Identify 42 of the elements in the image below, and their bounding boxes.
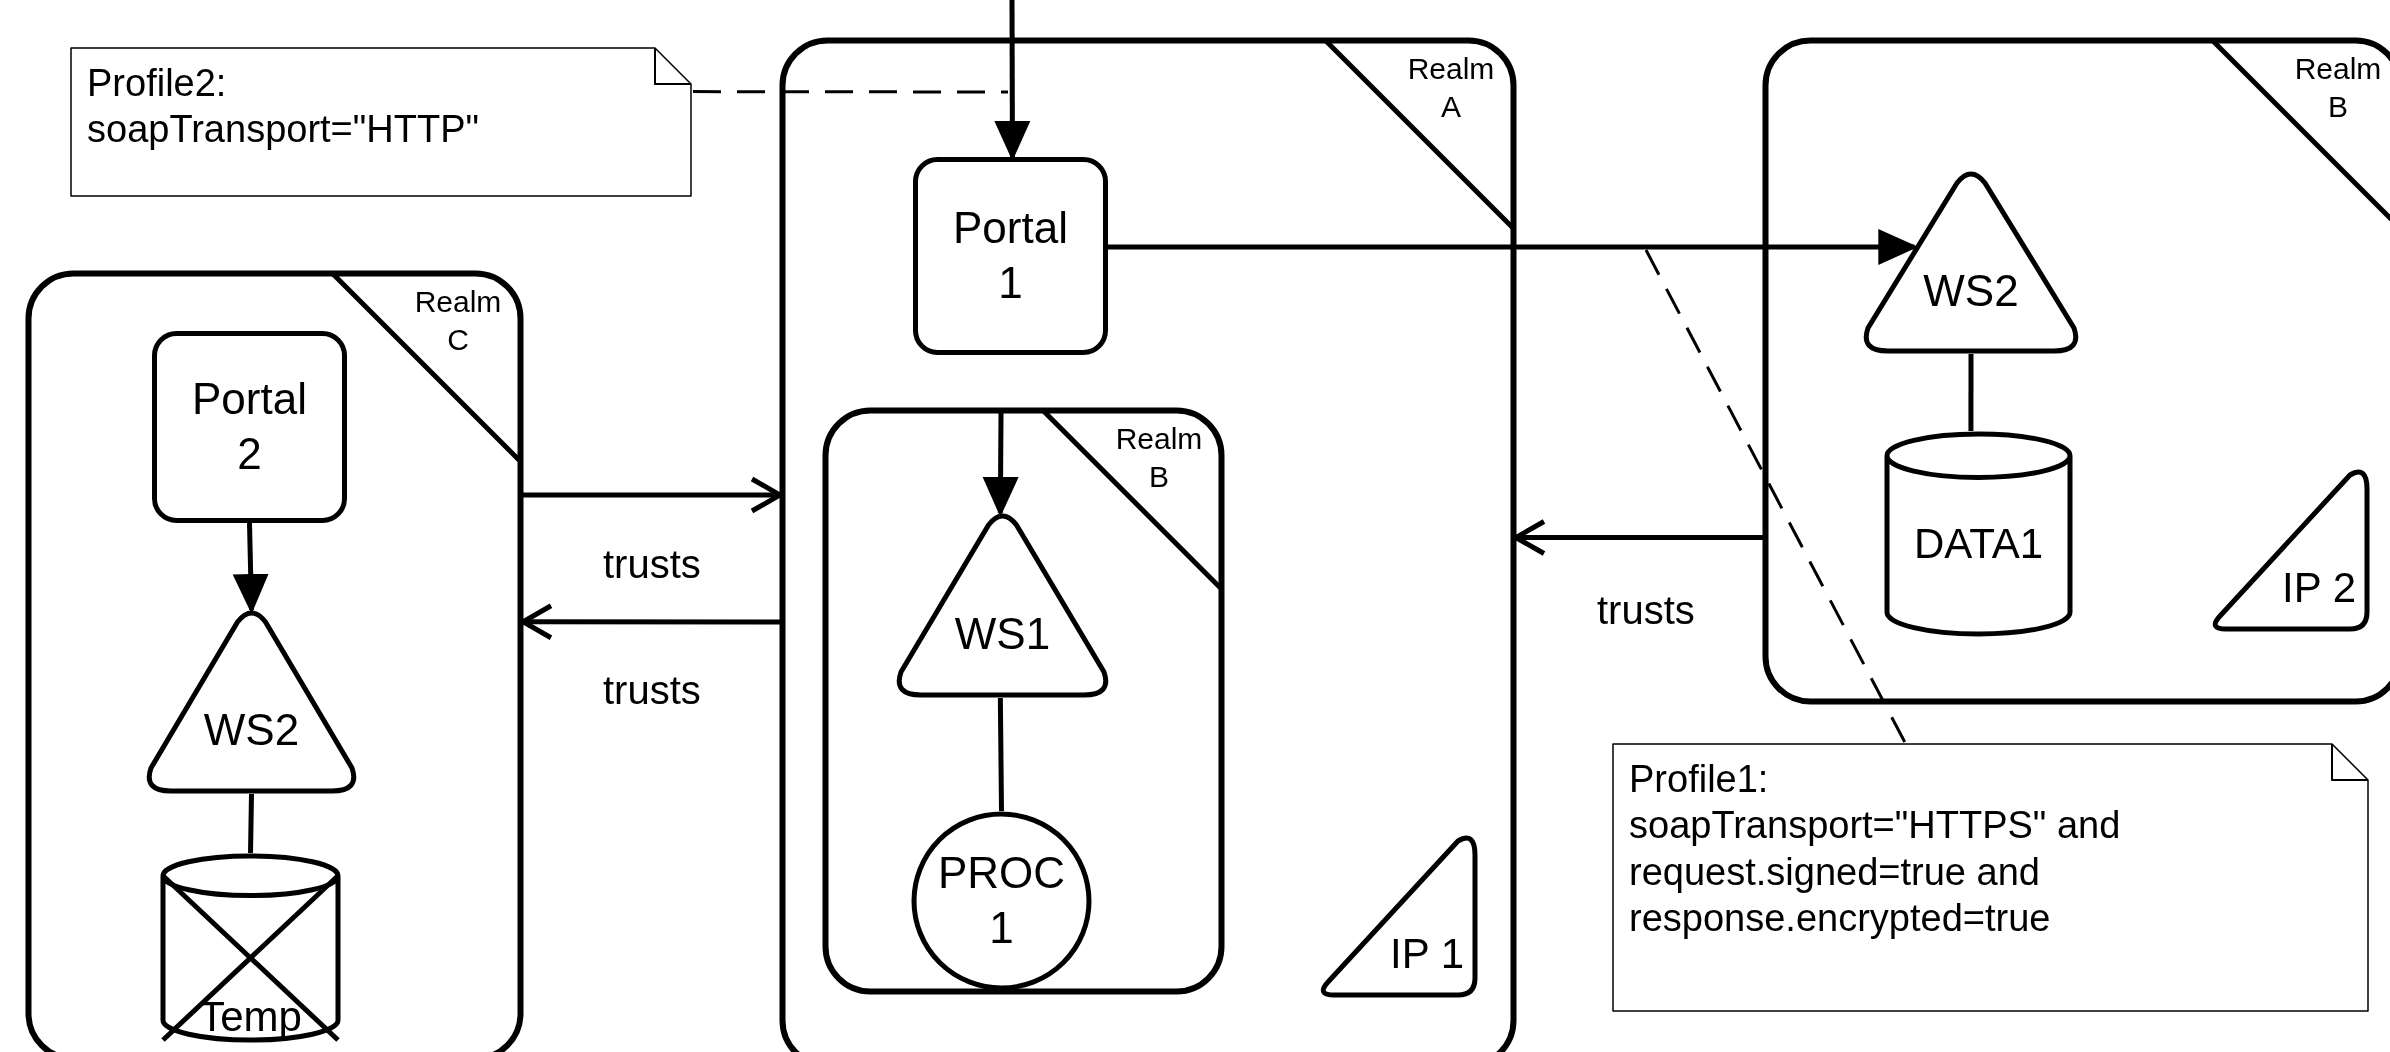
leader-line [1644, 249, 1907, 743]
portal-box [152, 331, 347, 523]
note-box [1611, 742, 2370, 1013]
note-text: Profile1: soapTransport="HTTPS" and request.signed=true and response.encrypted=true [1629, 757, 2122, 942]
node-label: Portal 2 [191, 373, 308, 480]
node-label: WS2 [1922, 264, 2020, 317]
database-cylinder [1884, 431, 2073, 637]
realm-label: Realm A [1406, 51, 1496, 125]
crossed-database-cylinder [160, 853, 341, 1043]
realm-box [823, 408, 1224, 994]
arrow [1513, 519, 1763, 557]
node-label: IP 2 [2282, 562, 2356, 613]
realm-box [1763, 38, 2390, 704]
note-text: Profile2: soapTransport="HTTP" [87, 61, 480, 153]
portal-box [913, 157, 1108, 355]
realm-label: Realm B [2293, 51, 2383, 125]
node-label: DATA1 [1912, 518, 2045, 569]
arrow [1108, 228, 1919, 265]
node-label: Temp [198, 991, 303, 1042]
node-label: WS1 [953, 607, 1052, 660]
connector-line [248, 793, 254, 854]
leader-line [693, 90, 1008, 94]
provider-triangle [2210, 469, 2370, 632]
arrow [523, 476, 783, 514]
process-circle [911, 811, 1092, 991]
provider-triangle [1318, 835, 1478, 998]
service-triangle [1862, 171, 2080, 354]
arrow [520, 603, 780, 641]
service-triangle [895, 513, 1110, 698]
realm-label: Realm B [1114, 421, 1204, 495]
arrow [232, 522, 269, 614]
realm-label: Realm C [413, 284, 503, 358]
node-label: IP 1 [1390, 928, 1464, 979]
note-box [69, 46, 693, 198]
node-label: WS2 [202, 704, 301, 756]
realm-box [780, 38, 1516, 1052]
connector-line [1968, 354, 1974, 431]
realm-box [26, 271, 523, 1052]
service-triangle [145, 610, 358, 794]
node-label: Portal 1 [952, 202, 1069, 309]
connector-line [997, 697, 1004, 812]
node-label: PROC 1 [936, 847, 1067, 954]
